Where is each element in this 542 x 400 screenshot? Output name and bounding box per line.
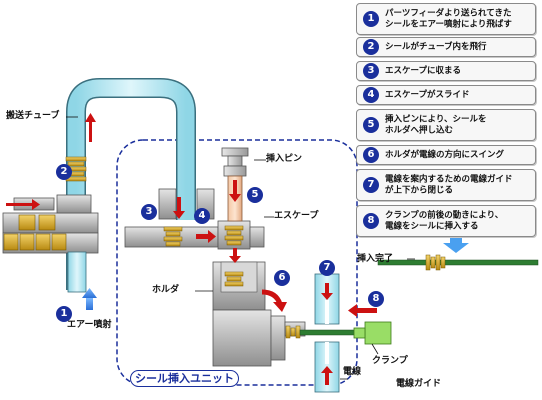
label-insert-pin: 挿入ピン — [266, 154, 303, 164]
label-clamp: クランプ — [372, 356, 408, 366]
step-number: 5 — [363, 117, 379, 133]
step-number: 7 — [363, 177, 379, 193]
arrow-air-jet — [82, 288, 97, 310]
arrow-steps-down — [443, 237, 469, 253]
step-number: 2 — [363, 39, 379, 55]
arrow-guide-upper-down — [321, 283, 333, 300]
seal-in-escape-right — [224, 225, 244, 246]
holder — [212, 261, 266, 311]
leader-clamp — [371, 343, 379, 355]
feeder-seals — [3, 214, 67, 251]
seal-at-escape — [163, 226, 183, 247]
escape-plate — [124, 220, 265, 250]
arrow-tube-up — [85, 113, 96, 142]
label-wire-guide: 電線ガイド — [396, 379, 442, 389]
unit-title: シール挿入ユニット — [130, 370, 239, 387]
badge-8: 8 — [368, 291, 384, 307]
step-text: シールがチューブ内を飛行 — [385, 41, 487, 52]
step-6: 6 ホルダが電線の方向にスイング — [356, 145, 536, 165]
badge-6: 6 — [274, 270, 290, 286]
clamp — [353, 321, 392, 345]
step-text: クランプの前後の動きにより、 電線をシールに挿入する — [385, 210, 504, 232]
label-transfer-tube: 搬送チューブ — [6, 111, 60, 121]
badge-2: 2 — [56, 164, 72, 180]
badge-1: 1 — [56, 306, 72, 322]
step-8: 8 クランプの前後の動きにより、 電線をシールに挿入する — [356, 205, 536, 237]
unit-border — [116, 139, 358, 386]
badge-7: 7 — [319, 260, 335, 276]
badge-3: 3 — [141, 204, 157, 220]
arrow-guide-lower-up — [321, 366, 333, 385]
label-air-jet: エアー噴射 — [67, 320, 112, 330]
step-number: 8 — [363, 213, 379, 229]
step-7: 7 電線を案内するための電線ガイド が上下から閉じる — [356, 169, 536, 201]
label-wire: 電線 — [343, 367, 362, 377]
step-text: エスケープがスライド — [385, 89, 470, 100]
step-number: 1 — [363, 11, 379, 27]
arrow-swing — [261, 289, 287, 312]
holder-body — [212, 309, 306, 367]
step-text: ホルダが電線の方向にスイング — [385, 149, 505, 160]
badge-4: 4 — [194, 208, 210, 224]
arrow-tube-down — [173, 197, 185, 219]
step-text: 挿入ピンにより、シールを ホルダへ押し込む — [385, 114, 487, 136]
step-1: 1 パーツフィーダより送られてきた シールをエアー噴射により飛ばす — [356, 3, 536, 35]
badge-5: 5 — [247, 187, 263, 203]
step-number: 4 — [363, 87, 379, 103]
step-number: 6 — [363, 147, 379, 163]
step-3: 3 エスケープに収まる — [356, 61, 536, 81]
step-text: パーツフィーダより送られてきた シールをエアー噴射により飛ばす — [385, 8, 512, 30]
arrow-clamp-push — [348, 304, 377, 317]
tube-guide-left — [158, 188, 177, 220]
arrow-pin-down — [229, 180, 241, 202]
wire — [299, 329, 361, 336]
arrow-feed-right — [6, 199, 40, 210]
step-5: 5 挿入ピンにより、シールを ホルダへ押し込む — [356, 109, 536, 141]
step-text: 電線を案内するための電線ガイド が上下から閉じる — [385, 174, 513, 196]
arrow-holder-down — [229, 248, 241, 263]
step-number: 3 — [363, 63, 379, 79]
label-holder: ホルダ — [152, 285, 180, 295]
completed-wire — [377, 254, 539, 271]
arrow-escape-slide — [196, 230, 216, 243]
transfer-tube — [66, 78, 196, 290]
step-text: エスケープに収まる — [385, 65, 461, 76]
step-4: 4 エスケープがスライド — [356, 85, 536, 105]
label-escape: エスケープ — [274, 211, 319, 221]
step-2: 2 シールがチューブ内を飛行 — [356, 37, 536, 57]
label-insert-complete: 挿入完了 — [357, 254, 394, 264]
